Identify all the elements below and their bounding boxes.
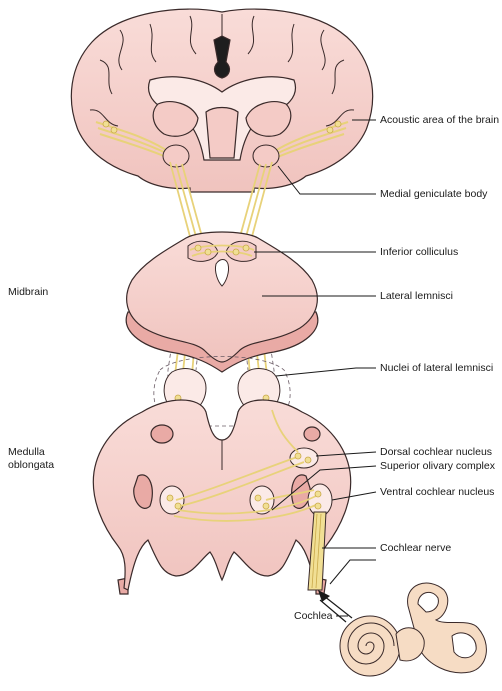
cochlea-spiral (347, 622, 395, 665)
region-medulla-line2: oblongata (8, 459, 55, 471)
label-cochlear-nerve: Cochlear nerve (380, 542, 452, 554)
region-midbrain: Midbrain (8, 286, 49, 298)
medulla-dark-right (303, 426, 321, 442)
medulla-section (92, 399, 352, 595)
label-lateral-lemnisci: Lateral lemnisci (380, 290, 453, 302)
label-ventral-cochlear-nucleus: Ventral cochlear nucleus (380, 486, 495, 498)
label-medial-geniculate: Medial geniculate body (380, 188, 488, 200)
acoustic-area-nodes (102, 120, 342, 134)
medulla-outline (92, 399, 352, 591)
label-superior-olivary-complex: Superior olivary complex (380, 460, 495, 472)
basal-ganglia-right (245, 101, 292, 137)
cochlear-nerve-bundle (307, 511, 327, 591)
colliculus-fibers (189, 244, 255, 257)
cochlea-to-nerve-arrows (319, 595, 353, 623)
label-inferior-colliculus: Inferior colliculus (380, 246, 459, 258)
ventral-cochlear-nucleus (307, 483, 333, 517)
label-nuclei-lateral-lemnisci: Nuclei of lateral lemnisci (380, 362, 494, 374)
medial-geniculate-right (252, 144, 280, 168)
canal-loop (417, 591, 439, 613)
vestibule (395, 627, 425, 662)
label-cochlea: Cochlea (294, 610, 333, 622)
gyri-lines (89, 14, 355, 127)
medulla-nodes (166, 452, 322, 510)
medial-geniculate-bodies (162, 144, 280, 168)
semicircular-canals (407, 582, 487, 674)
label-dorsal-cochlear-nucleus: Dorsal cochlear nucleus (380, 446, 493, 458)
basal-ganglia-left (152, 101, 199, 137)
midbrain-section (125, 231, 319, 373)
arrowhead (318, 590, 330, 602)
inner-ear (339, 582, 487, 677)
label-acoustic-area: Acoustic area of the brain (380, 114, 500, 126)
midbrain-outline (126, 231, 318, 363)
leader-lines (254, 119, 377, 617)
canal-loop-2 (451, 632, 477, 659)
cerebral-aqueduct (215, 259, 229, 287)
inferior-olive-left (133, 474, 153, 509)
medulla-dark-left (150, 424, 174, 444)
medial-geniculate-left (162, 144, 190, 168)
thalamus (205, 106, 239, 159)
cochlea-body (339, 615, 401, 677)
ventricle (213, 35, 231, 79)
trapezoid-body-fibers (173, 409, 319, 522)
cochlear-nerve (307, 511, 327, 591)
colliculus-nodes (194, 244, 250, 256)
region-medulla-oblongata: Medulla oblongata (8, 446, 54, 472)
cerebrum-section (70, 8, 374, 193)
region-medulla-line1: Medulla (8, 446, 45, 458)
